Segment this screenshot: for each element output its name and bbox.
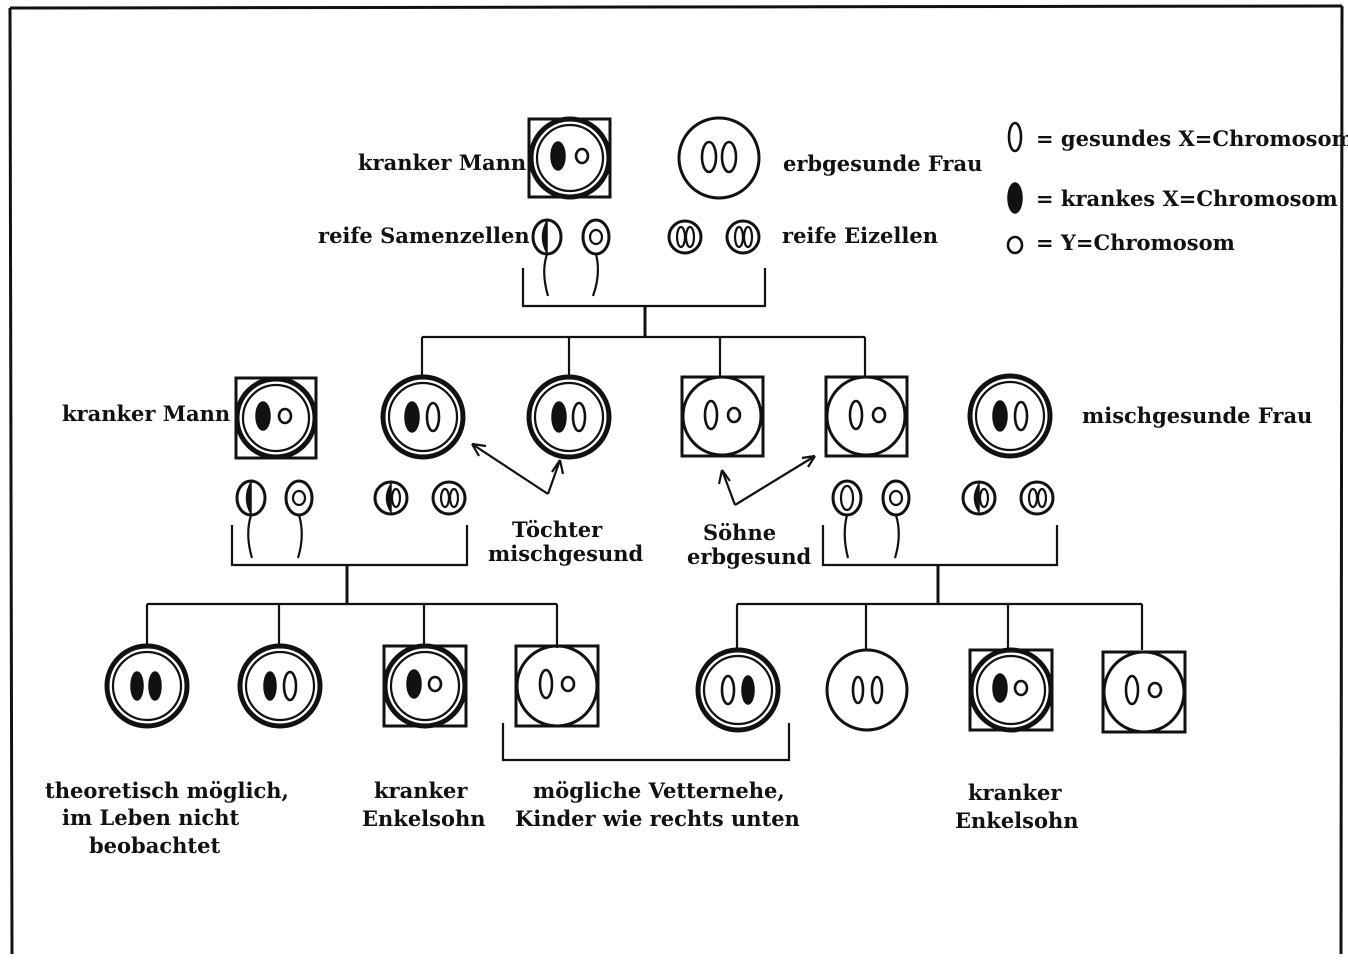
grandchild-right-3: [968, 647, 1054, 733]
note-left-line-3: beobachtet: [89, 833, 220, 858]
daughters-label-1: Töchter: [512, 517, 603, 542]
top-bracket: [420, 268, 867, 377]
right-woman-label: mischgesunde Frau: [1082, 403, 1312, 428]
sperm-x-sick-top: [531, 218, 563, 297]
daughters-arrows: [471, 442, 565, 495]
sperm-top-label: reife Samenzellen: [318, 223, 530, 248]
page-frame: [8, 4, 1344, 955]
bottom-connectors-right: [735, 565, 1144, 650]
left-egg-sick: [373, 480, 409, 516]
daughter-2-cell: [526, 374, 612, 460]
mother-top-cell: [677, 116, 761, 200]
cousin-marriage-bracket: [501, 723, 791, 762]
daughters-label-2: mischgesund: [488, 541, 643, 566]
son-1-cell: [680, 375, 765, 458]
sons-label-1: Söhne: [703, 520, 776, 545]
legend-healthy-label: = gesundes X=Chromosom: [1036, 126, 1348, 151]
note-left-line-1: theoretisch möglich,: [45, 778, 289, 803]
legend-healthy-x-icon: [1007, 121, 1023, 153]
cousin-note-line-2: Kinder wie rechts unten: [515, 806, 800, 831]
grandson-left-label-2: Enkelsohn: [362, 806, 486, 831]
left-sperm-x-sick: [235, 479, 267, 559]
grandchild-right-4: [1101, 650, 1187, 734]
grandchild-right-2: [825, 648, 909, 732]
daughter-1-cell: [380, 374, 466, 460]
left-man-label: kranker Mann: [62, 401, 230, 426]
legend-y-label: = Y=Chromosom: [1036, 230, 1235, 255]
father-top-cell: [527, 116, 612, 200]
cousin-note-line-1: mögliche Vetternehe,: [533, 778, 785, 803]
grandchild-right-1: [695, 647, 781, 733]
sons-arrows: [717, 454, 816, 506]
left-man-cell: [234, 376, 318, 460]
right-sperm-y: [881, 479, 911, 559]
legend-sick-x-icon: [1007, 182, 1023, 214]
egg-top-2: [725, 219, 761, 255]
grandchild-left-2: [237, 643, 323, 729]
legend: = gesundes X=Chromosom = krankes X=Chrom…: [1006, 121, 1348, 255]
left-egg-healthy: [431, 480, 467, 516]
left-bracket: [230, 525, 469, 567]
grandchild-left-4: [514, 644, 600, 728]
right-woman-cell: [967, 373, 1053, 459]
father-top-label: kranker Mann: [358, 150, 526, 175]
egg-top-label: reife Eizellen: [782, 223, 938, 248]
right-bracket: [821, 525, 1059, 567]
right-egg-sick: [961, 480, 997, 516]
left-sperm-y: [284, 479, 314, 559]
grandchild-left-3: [382, 643, 468, 729]
sons-label-2: erbgesund: [687, 544, 812, 569]
bottom-connectors-left: [145, 565, 559, 648]
legend-y-icon: [1006, 235, 1024, 255]
right-egg-healthy: [1019, 480, 1055, 516]
grandchild-left-1: [104, 643, 190, 729]
note-left-line-2: im Leben nicht: [62, 805, 240, 830]
mother-top-label: erbgesunde Frau: [783, 151, 982, 176]
grandson-right-label-2: Enkelsohn: [955, 808, 1079, 833]
grandson-right-label-1: kranker: [968, 780, 1062, 805]
son-2-cell: [824, 375, 909, 458]
grandson-left-label-1: kranker: [374, 778, 468, 803]
right-sperm-x: [831, 479, 863, 559]
egg-top-1: [667, 219, 703, 255]
sperm-y-top: [581, 218, 611, 297]
legend-sick-label: = krankes X=Chromosom: [1036, 186, 1338, 211]
